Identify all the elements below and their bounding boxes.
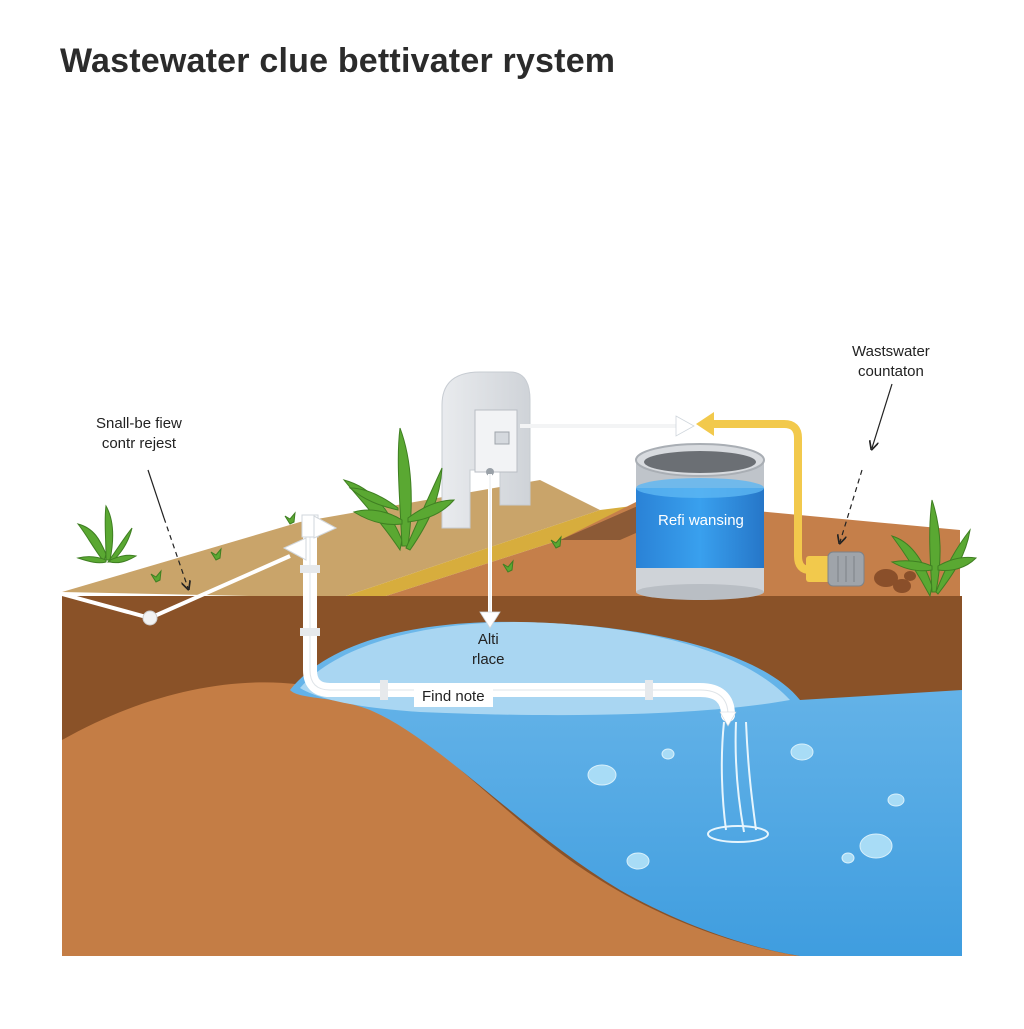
left-callout: Snall-be fiew contr rejest <box>96 414 182 454</box>
surface-pipe <box>61 554 291 626</box>
right-callout: Wastswater countaton <box>852 342 930 382</box>
tank-label: Refi wansing <box>658 512 744 529</box>
control-box-icon <box>441 371 531 529</box>
left-callout-line1: Snall-be fiew <box>96 415 182 432</box>
right-arrow <box>520 415 695 437</box>
right-callout-line1: Wastswater <box>852 343 930 360</box>
down-arrow <box>479 474 501 629</box>
yellow-pipe <box>696 412 832 582</box>
outflow-stream <box>707 721 769 843</box>
main-pipe <box>300 513 737 727</box>
left-callout-line2: contr rejest <box>101 435 177 452</box>
tank-icon <box>635 443 765 600</box>
center-label-line1: Alti <box>477 631 499 648</box>
pump-icon <box>827 551 865 587</box>
valve-icon <box>282 514 338 561</box>
diagram-title: Wastewater clue bettivater rystem <box>60 42 616 80</box>
rock-icon <box>874 569 916 593</box>
plant-icon <box>76 427 978 598</box>
callout-leaders <box>147 383 893 588</box>
center-label: Alti rlace <box>472 630 505 670</box>
pipe-note: Find note <box>414 686 493 707</box>
water-bubbles <box>587 743 905 870</box>
center-label-line2: rlace <box>472 651 505 668</box>
right-callout-line2: countaton <box>857 363 924 380</box>
